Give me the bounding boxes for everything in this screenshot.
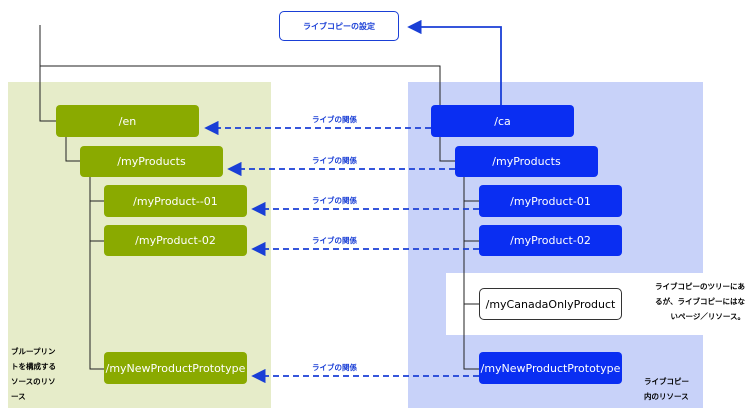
livecopy-node-myproducts: /myProducts (455, 146, 598, 177)
livecopy-node-myproduct-01: /myProduct-01 (479, 185, 622, 217)
blueprint-caption-line: トを構成する (11, 362, 56, 371)
settings-arrow (407, 19, 502, 105)
source-node-myproduct-01: /myProduct--01 (104, 185, 247, 217)
livecopy-node-ca: /ca (431, 105, 574, 137)
blueprint-caption-line: ソースのリソ (11, 377, 56, 386)
relation-label-2: ライブの関係 (312, 156, 357, 165)
blueprint-caption-line: ース (11, 392, 26, 401)
tree-line-en (39, 25, 56, 122)
canada-only-note: ライブコピーのツリーにあ るが、ライブコピーにはな いページ／リソース。 (641, 279, 745, 324)
source-node-en: /en (56, 105, 199, 137)
relation-label-3: ライブの関係 (312, 196, 357, 205)
livecopy-settings-box: ライブコピーの設定 (279, 11, 399, 41)
relation-label-5: ライブの関係 (312, 363, 357, 372)
tree-line-top (40, 65, 441, 121)
livecopy-caption: ライブコピー 内のリソース (644, 374, 704, 404)
relation-label-1: ライブの関係 (312, 115, 357, 124)
relation-label-4: ライブの関係 (312, 236, 357, 245)
source-node-myproducts: /myProducts (80, 146, 223, 177)
blueprint-caption-line: ブループリン (11, 347, 56, 356)
source-node-mynewproductprototype: /myNewProductPrototype (104, 352, 247, 384)
tree-line-left-children (89, 176, 104, 370)
livecopy-node-mynewproductprototype: /myNewProductPrototype (479, 352, 622, 384)
livecopy-caption-line: 内のリソース (644, 392, 689, 401)
canada-only-note-line: るが、ライブコピーにはな (655, 297, 745, 306)
canada-only-note-line: いページ／リソース。 (670, 312, 745, 321)
livecopy-node-mycanadaonlyproduct: /myCanadaOnlyProduct (479, 288, 622, 320)
blueprint-caption: ブループリン トを構成する ソースのリソ ース (11, 344, 81, 404)
source-node-myproduct-02: /myProduct-02 (104, 225, 247, 256)
tree-line-ca (439, 135, 455, 162)
livecopy-caption-line: ライブコピー (644, 377, 689, 386)
livecopy-node-myproduct-02: /myProduct-02 (479, 225, 622, 256)
tree-line-right-children (463, 176, 479, 370)
tree-line-products (65, 135, 80, 162)
canada-only-note-line: ライブコピーのツリーにあ (655, 282, 745, 291)
